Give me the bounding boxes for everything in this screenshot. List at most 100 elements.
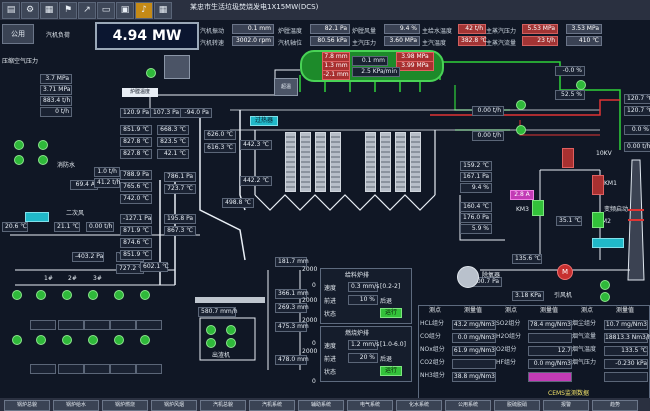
fan-status-icon[interactable] [140, 335, 150, 345]
burn-row-value[interactable]: 20 % [348, 353, 378, 363]
cems-point: 烟气流量 [572, 333, 597, 340]
drum-level: -2.1 mm [322, 70, 350, 80]
grate-label: 3# [93, 275, 102, 282]
nav-button[interactable]: 公用系统 [445, 400, 491, 411]
fan-status-icon[interactable] [88, 335, 98, 345]
breaker-icon[interactable] [592, 212, 604, 228]
cems-point: NOx组分 [420, 346, 445, 353]
left-bottom-value: 602.1 ℃ [140, 262, 169, 272]
valve-status-icon[interactable] [14, 140, 24, 150]
valve-status-icon[interactable] [38, 155, 48, 165]
fan-status-icon[interactable] [36, 290, 46, 300]
fan-status-icon[interactable] [88, 290, 98, 300]
fan-status-icon[interactable] [12, 335, 22, 345]
slag-valve-icon[interactable] [206, 338, 216, 348]
furnace-temp-button[interactable]: 炉膛温度 [122, 88, 158, 97]
nav-button[interactable]: 锅炉给水 [53, 400, 99, 411]
burn-row-value[interactable]: 1.2 mm/s [348, 340, 379, 350]
grate-temp [58, 364, 84, 374]
fan-status-icon[interactable] [12, 290, 22, 300]
fan-status-icon[interactable] [62, 335, 72, 345]
feed-row-value[interactable]: 10 % [348, 295, 378, 305]
nav-button[interactable]: 化水系统 [396, 400, 442, 411]
status-dot-icon[interactable] [600, 280, 610, 290]
nav-button[interactable]: 辅助系统 [298, 400, 344, 411]
cems-point: 烟尘组分 [572, 320, 597, 327]
breaker-icon[interactable] [592, 175, 604, 195]
furnace-value: 442.3 ℃ [240, 140, 272, 150]
settings-icon[interactable]: ⚙ [21, 2, 39, 19]
burn-row-range: 后退 [380, 356, 393, 363]
power-display: 4.94 MW [95, 22, 199, 50]
slag-valve-icon[interactable] [226, 325, 236, 335]
fan-icon[interactable] [457, 266, 479, 288]
slag-valve-icon[interactable] [226, 338, 236, 348]
furnace-value: 668.3 ℃ [157, 125, 189, 135]
nav-button[interactable]: 锅炉燃烧 [102, 400, 148, 411]
param-label: 主蒸汽流量 [486, 40, 517, 47]
cems-value: -0.230 kPa [604, 359, 648, 369]
fan-status-icon[interactable] [140, 290, 150, 300]
slag-valve-icon[interactable] [206, 325, 216, 335]
grate-temp [30, 364, 56, 374]
param-label: 炉膛温度 [278, 28, 303, 35]
flag-icon[interactable]: ⚑ [59, 2, 77, 19]
nav-button[interactable]: 电气系统 [347, 400, 393, 411]
feed-button[interactable] [25, 212, 49, 222]
fan-status-icon[interactable] [62, 290, 72, 300]
grid-icon[interactable]: ▦ [154, 2, 172, 19]
grate-temp [110, 320, 136, 330]
lock-icon[interactable]: ▣ [116, 2, 134, 19]
param-value: 3.53 MPa [566, 24, 602, 34]
superheater-label[interactable]: 过热器 [250, 116, 278, 126]
valve-status-icon[interactable] [146, 68, 156, 78]
alarm-bell-icon[interactable]: ♪ [135, 2, 153, 19]
nav-button[interactable]: 脱硫脱硝 [494, 400, 540, 411]
furnace-value: -94.0 Pa [180, 108, 212, 118]
param-value: 80.56 kPa [310, 36, 350, 46]
cems-value: 0.0 mg/Nm3 [528, 359, 572, 369]
gauge-max: 2000 [302, 297, 318, 304]
nav-button[interactable]: 锅炉风烟 [151, 400, 197, 411]
valve-status-icon[interactable] [14, 155, 24, 165]
valve-status-icon[interactable] [516, 100, 526, 110]
side-value: 0.00 t/h [624, 142, 650, 152]
overtemp-button[interactable]: 超温 [274, 78, 298, 96]
feed-row-key: 速度 [324, 285, 337, 292]
bus-label: 10KV [596, 150, 612, 157]
chart-icon[interactable]: ▤ [2, 2, 20, 19]
feed-row-value[interactable]: 0.3 mm/s [348, 282, 379, 292]
cems-value: 61.9 mg/Nm3 [452, 346, 496, 356]
valve-status-icon[interactable] [516, 125, 526, 135]
trend-icon[interactable]: ↗ [78, 2, 96, 19]
transformer-label: 变频启动 [604, 206, 629, 213]
fan-status-icon[interactable] [114, 335, 124, 345]
feed-row-status[interactable]: 运行 [380, 308, 402, 318]
gauge-max: 2000 [302, 266, 318, 273]
valve-status-icon[interactable] [576, 80, 586, 90]
status-dot-icon[interactable] [600, 292, 610, 302]
right-value: 167.1 Pa [460, 172, 492, 182]
grate-temp [84, 364, 110, 374]
cems-value: 133.5 ℃ [604, 346, 648, 356]
breaker-icon[interactable] [532, 200, 544, 216]
fan-status-icon[interactable] [36, 335, 46, 345]
param-label: 炉膛风量 [352, 28, 377, 35]
nav-button[interactable]: 汽机系统 [249, 400, 295, 411]
right-value: 52.5 % [555, 90, 585, 100]
public-button[interactable]: 公用 [2, 24, 34, 44]
burn-row-status[interactable]: 运行 [380, 366, 402, 376]
motor-icon[interactable]: M [557, 264, 573, 280]
breaker-icon[interactable] [562, 148, 574, 168]
nav-button[interactable]: 汽机总貌 [200, 400, 246, 411]
valve-status-icon[interactable] [38, 140, 48, 150]
print-icon[interactable]: ▭ [97, 2, 115, 19]
nav-button[interactable]: 报警 [543, 400, 589, 411]
right-value: 0.00 t/h [472, 106, 504, 116]
feeder-icon[interactable] [164, 55, 190, 79]
fan-status-icon[interactable] [114, 290, 124, 300]
table-icon[interactable]: ▦ [40, 2, 58, 19]
furnace-value: 867.3 ℃ [164, 226, 196, 236]
nav-button[interactable]: 锅炉总貌 [4, 400, 50, 411]
nav-button[interactable]: 趋势 [592, 400, 638, 411]
